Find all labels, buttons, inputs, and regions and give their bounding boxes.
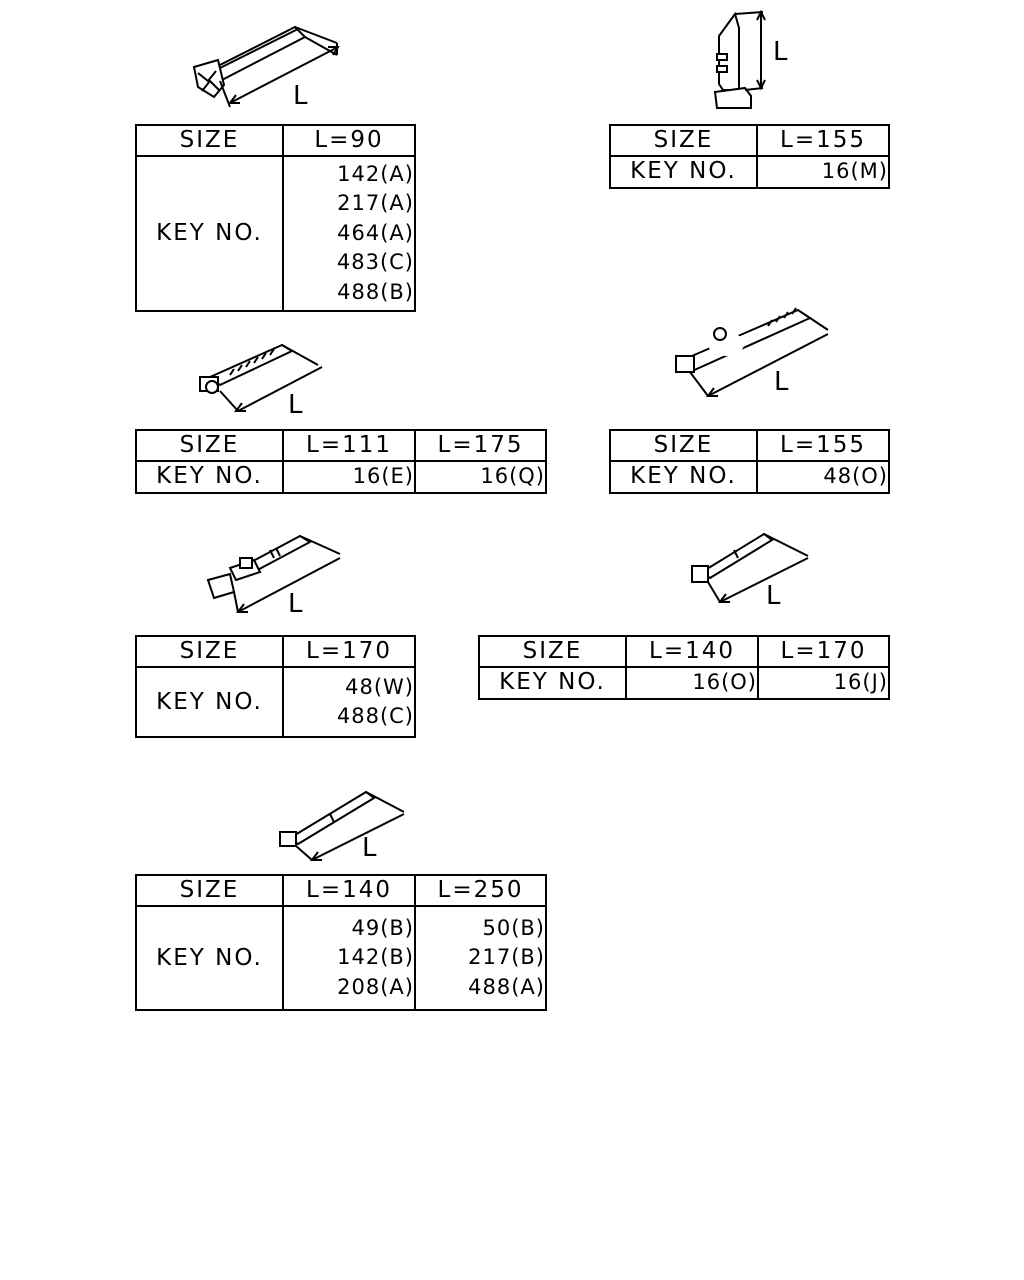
size-header: SIZE: [478, 635, 627, 668]
size-value: L=155: [756, 124, 890, 157]
dimension-label: L: [362, 833, 377, 863]
size-header: SIZE: [135, 429, 284, 462]
cable-tie-drawing-2: L: [713, 9, 788, 109]
key-values: 16(O): [625, 666, 759, 700]
key-value: 48(O): [823, 464, 888, 488]
key-no-label: KEY NO.: [478, 666, 627, 700]
size-value: L=175: [414, 429, 547, 462]
cable-tie-drawing-4: L: [675, 307, 829, 397]
key-value: 217(A): [337, 191, 414, 216]
key-values: 142(A) 217(A) 464(A) 483(C) 488(B): [282, 155, 416, 312]
cable-tie-drawing-6: L: [691, 532, 809, 611]
spec-table-7: SIZE L=140 L=250 KEY NO. 49(B) 142(B) 20…: [135, 874, 547, 1011]
cable-tie-drawing-7: L: [279, 790, 405, 863]
size-header: SIZE: [135, 124, 284, 157]
size-value: L=170: [282, 635, 416, 668]
key-value: 16(M): [821, 159, 888, 183]
size-header: SIZE: [609, 429, 758, 462]
size-header: SIZE: [135, 635, 284, 668]
spec-table-3: SIZE L=111 L=175 KEY NO. 16(E) 16(Q): [135, 429, 547, 494]
key-value: 464(A): [337, 220, 414, 245]
size-header: SIZE: [609, 124, 758, 157]
key-values: 48(O): [756, 460, 890, 494]
dimension-label: L: [288, 589, 303, 619]
key-value: 483(C): [336, 250, 414, 275]
key-no-label: KEY NO.: [609, 460, 758, 494]
size-value: L=140: [282, 874, 416, 907]
spec-table-4: SIZE L=155 KEY NO. 48(O): [609, 429, 890, 494]
spec-table-2: SIZE L=155 KEY NO. 16(M): [609, 124, 890, 189]
dimension-label: L: [773, 37, 788, 67]
size-value: L=111: [282, 429, 416, 462]
size-value: L=90: [282, 124, 416, 157]
key-no-label: KEY NO.: [135, 460, 284, 494]
cable-tie-drawing-3: L: [199, 343, 323, 420]
cable-tie-drawing-1: L: [192, 25, 340, 111]
key-values: 16(J): [757, 666, 890, 700]
size-header: SIZE: [135, 874, 284, 907]
dimension-label: L: [774, 367, 789, 397]
dimension-label: L: [293, 81, 308, 111]
size-value: L=155: [756, 429, 890, 462]
key-value: 488(A): [468, 974, 545, 999]
key-values: 16(E): [282, 460, 416, 494]
size-value: L=140: [625, 635, 759, 668]
key-no-label: KEY NO.: [609, 155, 758, 189]
cable-tie-drawing-5: L: [206, 534, 341, 619]
spec-table-6: SIZE L=140 L=170 KEY NO. 16(O) 16(J): [478, 635, 890, 700]
key-value: 142(A): [337, 161, 414, 186]
key-value: 49(B): [351, 915, 414, 940]
key-values: 16(M): [756, 155, 890, 189]
key-value: 142(B): [337, 945, 414, 970]
key-value: 50(B): [482, 915, 545, 940]
key-no-label: KEY NO.: [135, 155, 284, 312]
size-value: L=250: [414, 874, 547, 907]
key-value: 48(W): [345, 674, 414, 699]
key-values: 50(B) 217(B) 488(A): [414, 905, 547, 1011]
key-value: 488(B): [337, 279, 414, 304]
dimension-label: L: [288, 390, 303, 420]
key-values: 49(B) 142(B) 208(A): [282, 905, 416, 1011]
size-value: L=170: [757, 635, 890, 668]
key-value: 16(E): [352, 464, 414, 488]
key-value: 217(B): [468, 945, 545, 970]
dimension-label: L: [766, 581, 781, 611]
key-value: 16(Q): [480, 464, 545, 488]
key-no-label: KEY NO.: [135, 666, 284, 738]
spec-table-5: SIZE L=170 KEY NO. 48(W) 488(C): [135, 635, 416, 738]
key-value: 16(J): [833, 670, 888, 694]
key-value: 208(A): [337, 974, 414, 999]
key-value: 488(C): [336, 704, 414, 728]
key-no-label: KEY NO.: [135, 905, 284, 1011]
spec-table-1: SIZE L=90 KEY NO. 142(A) 217(A) 464(A) 4…: [135, 124, 416, 312]
key-values: 16(Q): [414, 460, 547, 494]
key-values: 48(W) 488(C): [282, 666, 416, 738]
key-value: 16(O): [692, 670, 757, 694]
